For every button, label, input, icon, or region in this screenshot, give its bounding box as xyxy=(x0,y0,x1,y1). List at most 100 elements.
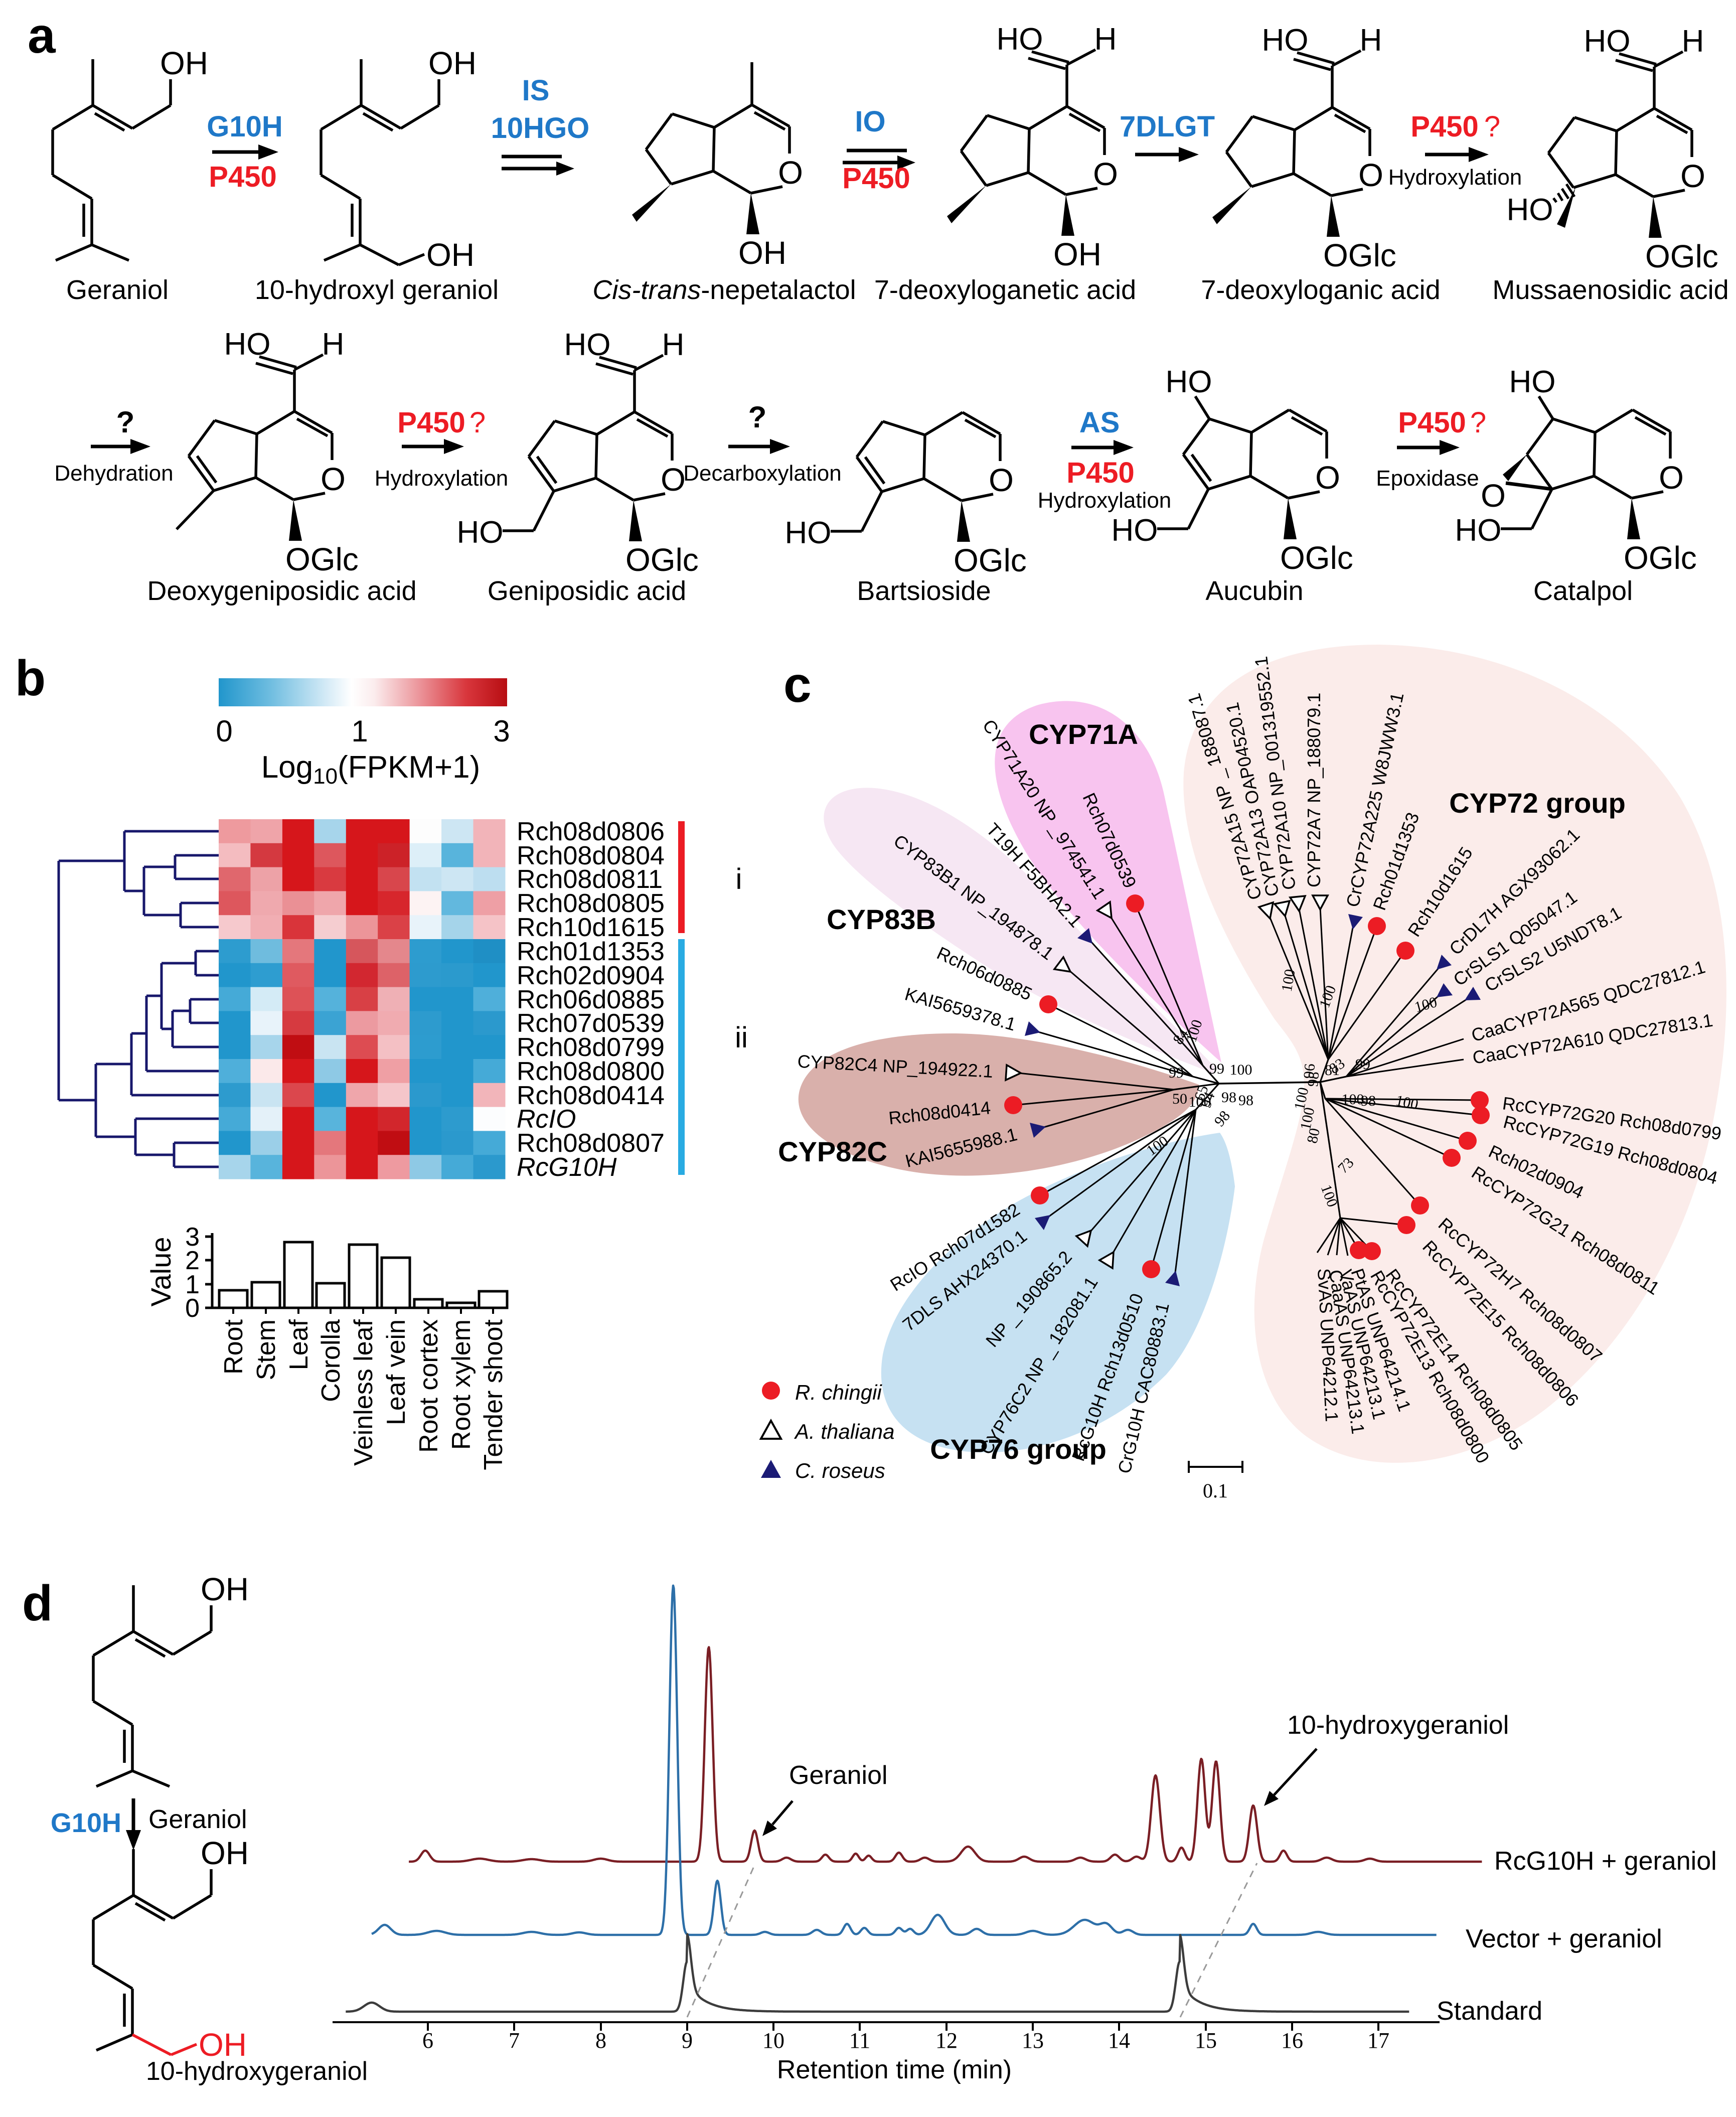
svg-text:Retention time (min): Retention time (min) xyxy=(777,2055,1012,2084)
svg-text:Aucubin: Aucubin xyxy=(1205,576,1303,606)
svg-text:OH: OH xyxy=(1053,236,1101,272)
svg-text:P450: P450 xyxy=(397,406,465,439)
svg-text:Mussaenosidic acid: Mussaenosidic acid xyxy=(1492,275,1728,305)
svg-text:99: 99 xyxy=(1355,1056,1370,1073)
svg-text:HO: HO xyxy=(224,327,271,362)
svg-text:81: 81 xyxy=(1325,1062,1340,1079)
svg-text:R. chingii: R. chingii xyxy=(795,1381,882,1404)
svg-text:Root cortex: Root cortex xyxy=(414,1319,443,1453)
svg-text:OH: OH xyxy=(199,2027,247,2063)
svg-text:100: 100 xyxy=(1189,1094,1211,1110)
svg-text:Rch08d0806: Rch08d0806 xyxy=(517,817,665,846)
svg-text:99: 99 xyxy=(1209,1061,1224,1077)
svg-text:?: ? xyxy=(1470,406,1486,439)
svg-text:0: 0 xyxy=(185,1294,200,1323)
svg-text:99: 99 xyxy=(1169,1065,1184,1081)
svg-text:Epoxidase: Epoxidase xyxy=(1376,466,1479,491)
svg-text:6: 6 xyxy=(422,2028,433,2053)
svg-text:7-deoxyloganic acid: 7-deoxyloganic acid xyxy=(1201,275,1440,305)
svg-text:HO: HO xyxy=(1509,365,1556,399)
svg-text:OGlc: OGlc xyxy=(285,541,359,577)
svg-text:H: H xyxy=(1682,24,1704,59)
svg-text:Hydroxylation: Hydroxylation xyxy=(1388,165,1522,190)
svg-text:O: O xyxy=(321,461,346,497)
svg-text:Vector + geraniol: Vector + geraniol xyxy=(1466,1924,1662,1953)
svg-text:G10H: G10H xyxy=(51,1808,121,1838)
svg-text:CYP71A: CYP71A xyxy=(1029,718,1138,750)
svg-text:OGlc: OGlc xyxy=(1645,238,1718,274)
svg-text:OH: OH xyxy=(160,45,208,81)
svg-text:96: 96 xyxy=(1301,1063,1318,1080)
svg-text:Geraniol: Geraniol xyxy=(66,275,169,305)
svg-text:H: H xyxy=(1360,23,1382,58)
svg-text:Catalpol: Catalpol xyxy=(1533,576,1633,606)
svg-text:Rch08d0804: Rch08d0804 xyxy=(517,841,665,870)
svg-text:AS: AS xyxy=(1079,406,1120,439)
svg-text:c: c xyxy=(783,657,812,713)
svg-text:Root: Root xyxy=(219,1319,248,1374)
svg-text:Rch08d0807: Rch08d0807 xyxy=(517,1129,665,1158)
svg-text:0.1: 0.1 xyxy=(1203,1479,1228,1502)
svg-text:Hydroxylation: Hydroxylation xyxy=(1038,488,1172,513)
svg-text:100: 100 xyxy=(1230,1062,1252,1078)
svg-text:HO: HO xyxy=(785,516,832,550)
svg-text:?: ? xyxy=(1484,110,1500,143)
svg-text:P450: P450 xyxy=(209,161,276,193)
svg-text:8: 8 xyxy=(595,2028,606,2053)
svg-text:Leaf vein: Leaf vein xyxy=(382,1319,411,1425)
svg-text:100: 100 xyxy=(1342,1091,1364,1108)
svg-text:O: O xyxy=(1659,460,1684,496)
svg-text:2: 2 xyxy=(185,1246,200,1275)
svg-text:OGlc: OGlc xyxy=(954,542,1027,578)
svg-text:11: 11 xyxy=(849,2028,870,2053)
svg-text:10: 10 xyxy=(762,2028,784,2053)
svg-text:Corolla: Corolla xyxy=(317,1319,346,1402)
svg-text:Deoxygeniposidic acid: Deoxygeniposidic acid xyxy=(147,576,416,606)
svg-text:Decarboxylation: Decarboxylation xyxy=(683,461,842,486)
svg-text:14: 14 xyxy=(1108,2028,1130,2053)
svg-text:80: 80 xyxy=(1304,1127,1323,1145)
svg-text:OGlc: OGlc xyxy=(625,542,699,578)
svg-text:O: O xyxy=(1093,156,1118,192)
svg-text:CYP72 group: CYP72 group xyxy=(1449,787,1626,819)
svg-text:10HGO: 10HGO xyxy=(491,112,590,144)
svg-text:3: 3 xyxy=(493,714,510,748)
svg-text:HO: HO xyxy=(1262,23,1309,58)
svg-text:Rch10d1615: Rch10d1615 xyxy=(517,913,665,942)
svg-text:HO: HO xyxy=(1112,513,1158,548)
svg-text:d: d xyxy=(22,1575,53,1631)
svg-text:Rch06d0885: Rch06d0885 xyxy=(517,985,665,1014)
svg-text:H: H xyxy=(1094,22,1117,57)
svg-text:OH: OH xyxy=(738,235,786,271)
svg-text:Root xylem: Root xylem xyxy=(447,1319,476,1450)
svg-text:98: 98 xyxy=(1361,1093,1376,1109)
svg-text:P450: P450 xyxy=(1398,406,1466,439)
svg-text:HO: HO xyxy=(1455,513,1502,548)
svg-text:OGlc: OGlc xyxy=(1624,540,1697,576)
svg-text:O: O xyxy=(1315,460,1340,496)
svg-text:Rch01d1353: Rch01d1353 xyxy=(517,937,665,966)
svg-text:O: O xyxy=(989,462,1014,498)
svg-text:Veinless leaf: Veinless leaf xyxy=(349,1319,378,1466)
svg-text:7-deoxyloganetic acid: 7-deoxyloganetic acid xyxy=(874,275,1136,305)
svg-text:Rch02d0904: Rch02d0904 xyxy=(517,961,665,990)
svg-text:OH: OH xyxy=(426,237,475,273)
svg-text:b: b xyxy=(15,650,46,706)
svg-text:10-hydroxyl geraniol: 10-hydroxyl geraniol xyxy=(255,275,499,305)
svg-text:Tender shoot: Tender shoot xyxy=(479,1319,508,1470)
svg-text:7: 7 xyxy=(509,2028,520,2053)
svg-text:?: ? xyxy=(748,400,767,434)
svg-text:13: 13 xyxy=(1022,2028,1044,2053)
svg-text:RcIO: RcIO xyxy=(517,1105,576,1134)
svg-text:Geraniol: Geraniol xyxy=(789,1761,888,1790)
svg-text:Geniposidic acid: Geniposidic acid xyxy=(488,576,686,606)
svg-text:Value: Value xyxy=(145,1237,177,1306)
svg-text:OGlc: OGlc xyxy=(1323,237,1396,273)
svg-text:CYP76 group: CYP76 group xyxy=(930,1433,1107,1465)
svg-text:O: O xyxy=(778,155,803,191)
svg-text:Cis-trans-nepetalactol: Cis-trans-nepetalactol xyxy=(592,275,856,305)
svg-text:HO: HO xyxy=(1584,24,1631,59)
svg-text:Rch08d0799: Rch08d0799 xyxy=(517,1033,665,1062)
svg-text:A. thaliana: A. thaliana xyxy=(794,1420,894,1443)
svg-text:CYP82C: CYP82C xyxy=(778,1136,887,1167)
